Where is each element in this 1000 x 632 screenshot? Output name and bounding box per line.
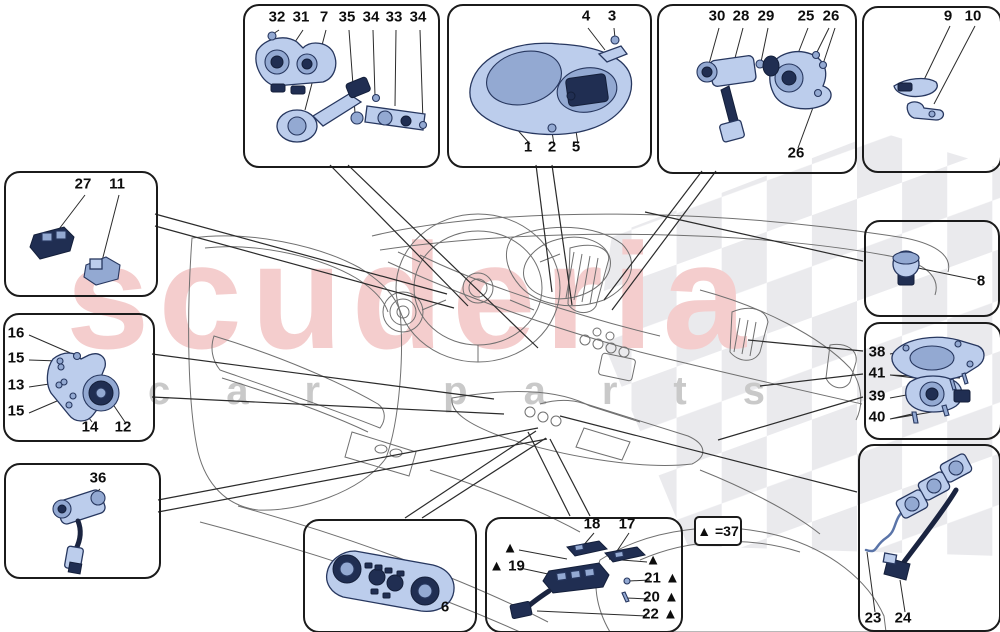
part-art-actuator xyxy=(889,336,985,424)
callout-climate-control-panel xyxy=(303,519,477,632)
part-art-sensor-9-10 xyxy=(893,25,976,121)
callout-column-stalk-sensors xyxy=(657,4,857,174)
part-art-bracket-sensor xyxy=(28,334,126,423)
part-art-switch-27-11 xyxy=(29,194,121,286)
part-art-button-8 xyxy=(892,250,977,286)
part-art-climate-panel xyxy=(325,550,455,613)
part-art-stalk-sensors xyxy=(696,27,836,149)
watermark-subtitle-text: car parts xyxy=(148,369,821,413)
watermark-brand-text: scuderia xyxy=(66,212,755,380)
callout-actuator-with-bracket xyxy=(864,322,1000,440)
part-art-switch-pack xyxy=(509,532,651,620)
callout-dashboard-button xyxy=(864,220,1000,317)
callout-steering-column-switch-units xyxy=(243,4,440,168)
callout-wiring-harness xyxy=(858,444,1000,632)
part-art-instrument-cluster xyxy=(469,27,633,145)
callout-small-sensor-bracket xyxy=(862,6,1000,173)
callout-console-switch-pack xyxy=(485,517,683,632)
part-art-harness xyxy=(864,453,973,613)
part-art-ignition-36 xyxy=(52,488,106,575)
legend-text: ▲ =37 xyxy=(697,523,739,539)
callout-bracket-with-sensor xyxy=(3,313,155,442)
callout-instrument-cluster xyxy=(447,4,652,168)
legend-triangle-note: ▲ =37 xyxy=(694,516,742,546)
part-art-column-switches xyxy=(255,29,428,143)
callout-switch-and-connector xyxy=(4,171,158,297)
callout-ignition-switch xyxy=(4,463,161,579)
